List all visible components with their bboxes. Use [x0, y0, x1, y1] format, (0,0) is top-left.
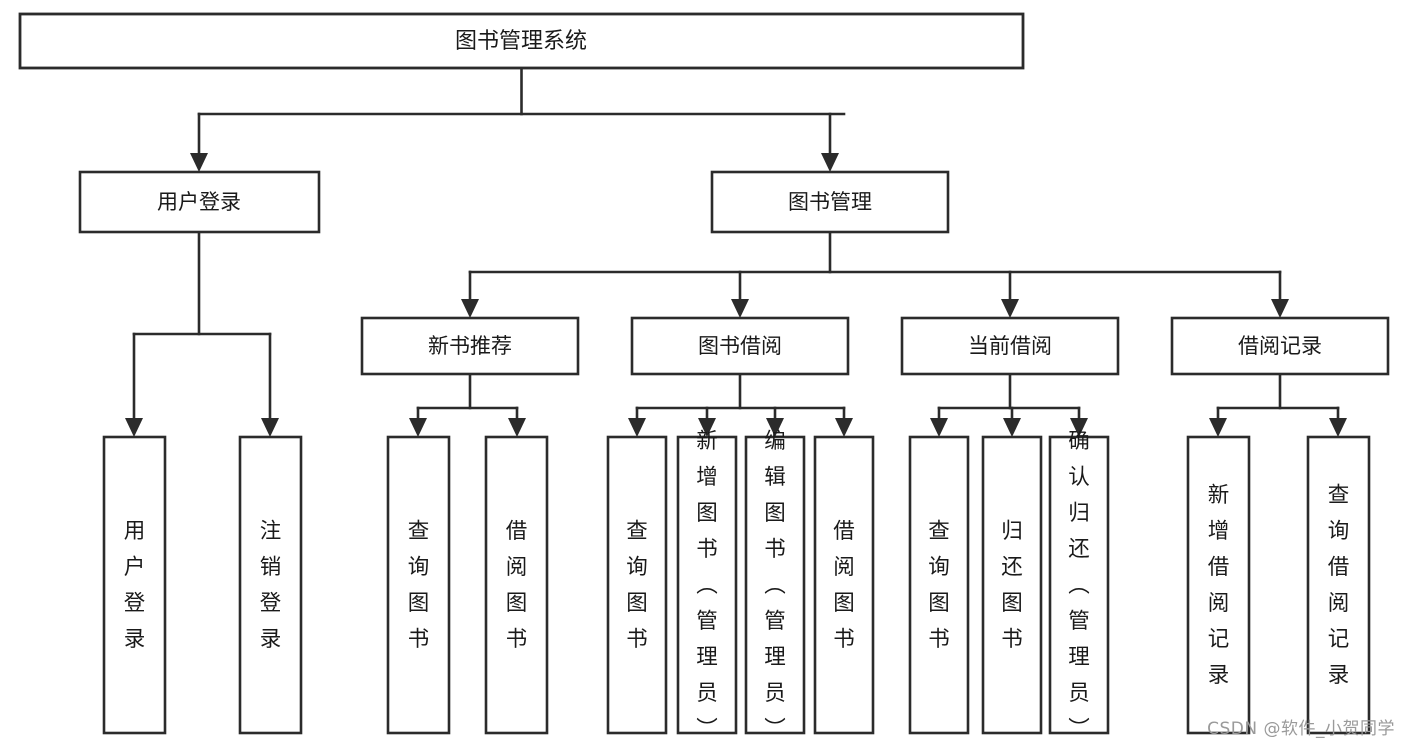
leaf-node[interactable]: 新增借阅记录: [1186, 435, 1251, 735]
arrow-head-leaf-confirm-return: [1070, 418, 1088, 437]
leaf-node-box[interactable]: [1306, 435, 1371, 735]
leaf-node[interactable]: 借阅图书: [813, 435, 875, 735]
node-user-login-label: 用户登录: [157, 190, 241, 214]
arrow-head-leaf-query-book-3: [930, 418, 948, 437]
node-root-box[interactable]: [18, 12, 1025, 70]
leaf-node-box[interactable]: [1048, 435, 1110, 735]
leaf-node-label: 新增图书︵管理员︶: [696, 429, 718, 742]
arrow-head-new-books: [461, 299, 479, 318]
leaf-node[interactable]: 借阅图书: [484, 435, 549, 735]
node-new-book-recommend[interactable]: 新书推荐: [360, 316, 580, 376]
arrow-head-leaf-add-book: [698, 418, 716, 437]
node-layer: 图书管理系统 用户登录 图书管理 新书推荐 图书借阅 当前: [18, 12, 1390, 376]
arrow-head-borrow-books: [731, 299, 749, 318]
leaf-node-label: 查询借阅记录: [1328, 483, 1350, 688]
leaf-node[interactable]: 查询图书: [908, 435, 970, 735]
leaf-node-box[interactable]: [813, 435, 875, 735]
arrow-head-user-login: [190, 153, 208, 172]
node-borrow-record-box[interactable]: [1170, 316, 1390, 376]
leaf-node-box[interactable]: [386, 435, 451, 735]
leaf-node-label: 新增借阅记录: [1208, 483, 1230, 688]
leaf-node-label: 编辑图书︵管理员︶: [764, 429, 786, 742]
node-book-management[interactable]: 图书管理: [710, 170, 950, 234]
leaf-node-box[interactable]: [676, 435, 738, 735]
node-root[interactable]: 图书管理系统: [18, 12, 1025, 70]
leaf-node[interactable]: 查询借阅记录: [1306, 435, 1371, 735]
node-current-borrow-box[interactable]: [900, 316, 1120, 376]
leaf-node-label: 用户登录: [124, 519, 146, 652]
leaf-node-box[interactable]: [102, 435, 167, 735]
node-new-book-recommend-box[interactable]: [360, 316, 580, 376]
leaf-node-box[interactable]: [1186, 435, 1251, 735]
csdn-watermark: CSDN @软件_小贺同学: [1207, 719, 1395, 739]
arrow-head-leaf-query-book-1: [409, 418, 427, 437]
leaf-node-label: 查询图书: [928, 519, 950, 652]
node-borrow-record[interactable]: 借阅记录: [1170, 316, 1390, 376]
node-book-borrow-box[interactable]: [630, 316, 850, 376]
leaf-node-box[interactable]: [908, 435, 970, 735]
node-borrow-record-label: 借阅记录: [1238, 334, 1322, 358]
node-book-borrow-label: 图书借阅: [698, 334, 782, 358]
node-user-login[interactable]: 用户登录: [78, 170, 321, 234]
arrow-head-leaf-logout: [261, 418, 279, 437]
leaf-node-box[interactable]: [238, 435, 303, 735]
arrow-head-leaf-borrow-book-1: [508, 418, 526, 437]
leaf-node[interactable]: 新增图书︵管理员︶: [676, 429, 738, 742]
arrow-head-leaf-query-record: [1329, 418, 1347, 437]
node-current-borrow-label: 当前借阅: [968, 334, 1052, 358]
leaf-node-box[interactable]: [744, 435, 806, 735]
node-book-management-label: 图书管理: [788, 190, 872, 214]
node-book-management-box[interactable]: [710, 170, 950, 234]
node-root-label: 图书管理系统: [455, 29, 587, 54]
leaf-node-label: 归还图书: [1001, 519, 1023, 652]
leaf-node-label: 注销登录: [260, 519, 282, 652]
leaf-node-box[interactable]: [606, 435, 668, 735]
leaf-node-label: 查询图书: [408, 519, 430, 652]
leaf-node-label: 借阅图书: [506, 519, 528, 652]
leaf-node[interactable]: 用户登录: [102, 435, 167, 735]
leaf-node-box[interactable]: [981, 435, 1043, 735]
node-new-book-recommend-label: 新书推荐: [428, 334, 512, 358]
arrow-head-leaf-query-book-2: [628, 418, 646, 437]
arrow-head-current-borrow: [1001, 299, 1019, 318]
arrow-head-borrow-records: [1271, 299, 1289, 318]
arrow-head-leaf-return-book: [1003, 418, 1021, 437]
arrow-head-book-mgmt: [821, 153, 839, 172]
leaf-node[interactable]: 查询图书: [606, 435, 668, 735]
leaf-node[interactable]: 确认归还︵管理员︶: [1048, 429, 1110, 742]
leaf-node-layer: 用户登录 注销登录 查询图书 借阅图书 查询图书 新增图书︵管理员︶ 编辑图书︵管理员︶ 借阅…: [102, 429, 1371, 742]
arrow-head-leaf-user-login: [125, 418, 143, 437]
leaf-node[interactable]: 编辑图书︵管理员︶: [744, 429, 806, 742]
node-book-borrow[interactable]: 图书借阅: [630, 316, 850, 376]
leaf-node-label: 查询图书: [626, 519, 648, 652]
leaf-node-label: 借阅图书: [833, 519, 855, 652]
leaf-node[interactable]: 注销登录: [238, 435, 303, 735]
arrow-head-leaf-add-record: [1209, 418, 1227, 437]
node-current-borrow[interactable]: 当前借阅: [900, 316, 1120, 376]
leaf-node[interactable]: 查询图书: [386, 435, 451, 735]
leaf-node[interactable]: 归还图书: [981, 435, 1043, 735]
connector-layer: [125, 66, 1347, 437]
leaf-node-box[interactable]: [484, 435, 549, 735]
node-user-login-box[interactable]: [78, 170, 321, 234]
arrow-head-leaf-edit-book: [766, 418, 784, 437]
arrow-head-leaf-borrow-book-2: [835, 418, 853, 437]
leaf-node-label: 确认归还︵管理员︶: [1068, 429, 1090, 742]
